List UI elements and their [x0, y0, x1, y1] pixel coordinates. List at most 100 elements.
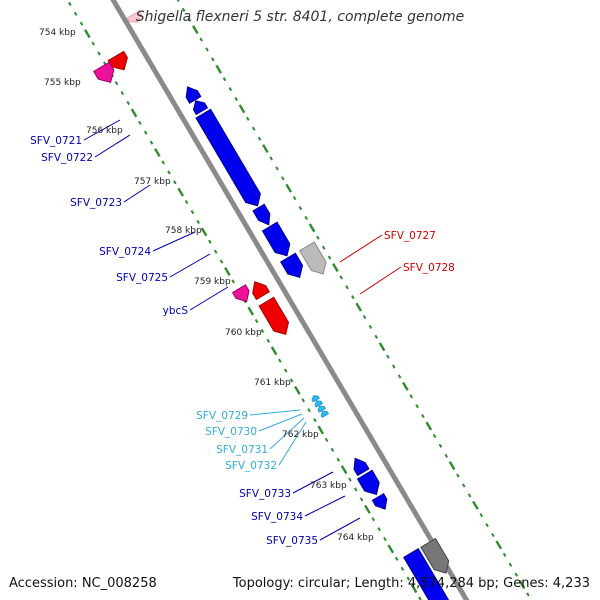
- gene-ybcs-arrow[interactable]: [299, 241, 327, 275]
- gene-feature-pink-top[interactable]: [93, 61, 115, 84]
- leader-line: [304, 495, 346, 517]
- minor-tick: [292, 196, 297, 201]
- scale-label: 762 kbp: [282, 430, 319, 440]
- minor-tick: [138, 120, 142, 125]
- minor-tick: [213, 249, 218, 254]
- major-tick: [332, 262, 339, 272]
- minor-tick: [91, 41, 95, 46]
- leader-line: [278, 421, 307, 466]
- gene-sfv-0725b-arrow[interactable]: [280, 252, 304, 279]
- gene-label[interactable]: SFV_0730: [205, 426, 257, 438]
- scale-label: 760 kbp: [225, 328, 262, 338]
- major-tick: [285, 183, 293, 193]
- major-tick: [238, 104, 246, 114]
- gene-sfv-0727b-arrow[interactable]: [231, 284, 250, 303]
- minor-tick: [374, 334, 379, 339]
- gene-sfv-0722-arrow[interactable]: [192, 100, 209, 116]
- gene-label[interactable]: SFV_0725: [116, 272, 168, 284]
- minor-tick: [485, 523, 489, 528]
- minor-tick: [345, 285, 349, 290]
- minor-tick: [231, 279, 235, 284]
- leader-line: [123, 184, 151, 203]
- gene-label[interactable]: SFV_0722: [41, 152, 93, 164]
- leader-line: [292, 471, 334, 494]
- gene-sfv-0721-arrow[interactable]: [185, 86, 202, 104]
- gene-feature-top-left[interactable]: [126, 10, 142, 23]
- major-tick: [448, 461, 456, 471]
- minor-tick: [68, 1, 72, 6]
- major-tick: [364, 504, 371, 514]
- genome-title: Shigella flexneri 5 str. 8401, complete …: [135, 9, 465, 25]
- major-tick: [472, 500, 479, 510]
- gene-label[interactable]: SFV_0735: [266, 535, 318, 547]
- gene-sfv-0723-arrow[interactable]: [195, 108, 261, 207]
- minor-tick: [126, 100, 130, 106]
- gene-label[interactable]: ybcS: [163, 305, 189, 317]
- minor-tick: [421, 414, 425, 419]
- minor-tick: [444, 453, 449, 458]
- minor-tick: [199, 37, 203, 42]
- leader-line: [169, 253, 211, 278]
- minor-tick: [330, 447, 335, 452]
- gene-sfv-0734-arrow[interactable]: [356, 469, 380, 496]
- gene-sfv-0730-cyan-arrow[interactable]: [311, 395, 320, 403]
- gene-sfv-0728-arrow[interactable]: [258, 296, 290, 336]
- minor-tick: [377, 527, 381, 532]
- gene-sfv-0735-arrow[interactable]: [371, 493, 388, 510]
- gene-sfv-0727-arrow[interactable]: [252, 281, 270, 301]
- major-tick: [317, 425, 325, 435]
- gene-sfv-0732-cyan-arrow[interactable]: [317, 405, 326, 413]
- major-tick: [402, 381, 409, 391]
- backbone-track: [110, 0, 470, 600]
- minor-tick: [406, 576, 411, 581]
- gene-sfv-0733-cyan-arrow[interactable]: [320, 410, 329, 418]
- gene-label[interactable]: SFV_0731: [216, 444, 268, 456]
- minor-tick: [254, 318, 259, 324]
- minor-tick: [467, 493, 472, 498]
- gene-sfv-0725-arrow[interactable]: [261, 221, 291, 257]
- minor-tick: [386, 354, 390, 359]
- minor-tick: [327, 255, 332, 260]
- minor-tick: [120, 91, 125, 96]
- minor-tick: [208, 239, 212, 244]
- leader-line: [249, 409, 301, 416]
- minor-tick: [479, 513, 484, 518]
- minor-tick: [222, 77, 227, 82]
- gene-label[interactable]: SFV_0724: [99, 246, 151, 258]
- gene-feature-blue-bottom[interactable]: [403, 548, 450, 600]
- gene-label[interactable]: SFV_0734: [251, 511, 303, 523]
- minor-tick: [190, 209, 195, 215]
- gene-sfv-0733-arrow[interactable]: [353, 457, 370, 477]
- scale-label: 756 kbp: [86, 126, 123, 136]
- minor-tick: [508, 562, 513, 567]
- minor-tick: [491, 532, 495, 538]
- leader-line: [269, 417, 305, 450]
- gene-sfv-0731-cyan-arrow[interactable]: [314, 400, 323, 408]
- gene-label[interactable]: SFV_0721: [30, 135, 82, 147]
- minor-tick: [339, 275, 343, 280]
- major-tick: [294, 385, 301, 395]
- minor-tick: [196, 219, 200, 224]
- gene-label[interactable]: SFV_0723: [70, 197, 122, 209]
- minor-tick: [149, 140, 154, 145]
- gene-sfv-0724-arrow[interactable]: [252, 203, 271, 226]
- scale-label: 763 kbp: [310, 481, 347, 491]
- accession-text: Accession: NC_008258: [9, 576, 157, 591]
- gene-label[interactable]: SFV_0727: [384, 230, 436, 242]
- major-tick: [425, 421, 433, 431]
- genome-summary-text: Topology: circular; Length: 4,574,284 bp…: [232, 576, 590, 591]
- leader-line: [83, 119, 121, 141]
- gene-label[interactable]: SFV_0728: [403, 262, 455, 274]
- scale-label: 759 kbp: [194, 277, 231, 287]
- gene-label[interactable]: SFV_0729: [196, 410, 248, 422]
- minor-tick: [502, 552, 507, 557]
- gene-feature-gray-bottom[interactable]: [420, 537, 450, 574]
- major-tick: [387, 544, 395, 554]
- minor-tick: [432, 433, 437, 438]
- minor-tick: [79, 21, 84, 26]
- gene-label[interactable]: SFV_0732: [225, 460, 277, 472]
- minor-tick: [307, 408, 311, 413]
- gene-label[interactable]: SFV_0733: [239, 488, 291, 500]
- minor-tick: [415, 404, 419, 409]
- gene-labels: SFV_0721SFV_0722SFV_0723SFV_0724SFV_0725…: [30, 135, 455, 547]
